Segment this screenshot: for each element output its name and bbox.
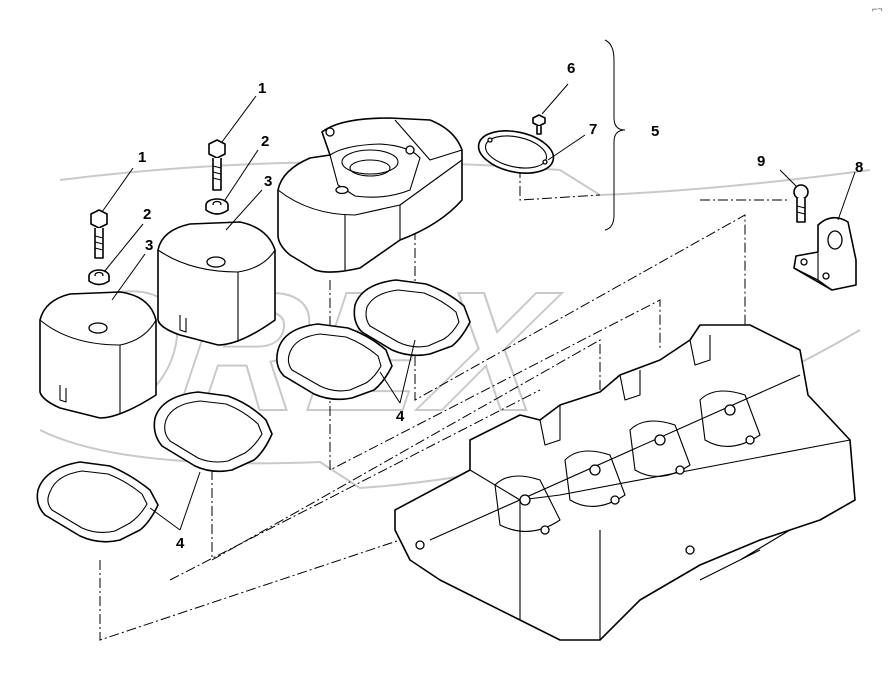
cover-mid: [157, 221, 276, 346]
bracket-bolt: [793, 184, 809, 223]
callout-washer-mid: 2: [261, 133, 269, 150]
bolt-left: [90, 209, 108, 259]
lifting-bracket: [793, 216, 857, 291]
callout-bolt-mid: 1: [258, 80, 266, 97]
callouts: 1 1 2 2 3 3 4 4 5 6 7 8 9: [138, 60, 863, 552]
ring-seal: [477, 130, 555, 174]
callout-bolt-left: 1: [138, 149, 146, 166]
cylinder-head: [394, 324, 856, 641]
screw-top: [532, 114, 546, 135]
gasket-right-back: [353, 279, 471, 357]
callout-cover-left: 3: [145, 237, 153, 254]
callout-screw-top: 6: [567, 60, 575, 77]
callout-cover-mid: 3: [264, 173, 272, 190]
callout-gasket-right: 4: [396, 408, 405, 425]
gasket-right-front: [276, 323, 393, 401]
washer-mid: [205, 198, 229, 215]
corner-mark: ⌐¬: [872, 4, 883, 14]
gasket-left: [36, 461, 159, 543]
breather-cover: [277, 117, 463, 273]
callout-assembly: 5: [651, 123, 659, 140]
gasket-mid: [153, 391, 273, 473]
callout-gasket-left: 4: [176, 535, 185, 552]
watermark-swoosh-top: [59, 161, 871, 197]
cover-left: [39, 291, 157, 419]
callout-bracket-bolt: 9: [757, 153, 765, 170]
callout-washer-left: 2: [143, 206, 151, 223]
bolt-mid: [208, 139, 226, 191]
callout-ring-seal: 7: [589, 121, 597, 138]
callout-bracket: 8: [855, 159, 863, 176]
washer-left: [88, 269, 110, 286]
leader-lines: [101, 39, 856, 531]
